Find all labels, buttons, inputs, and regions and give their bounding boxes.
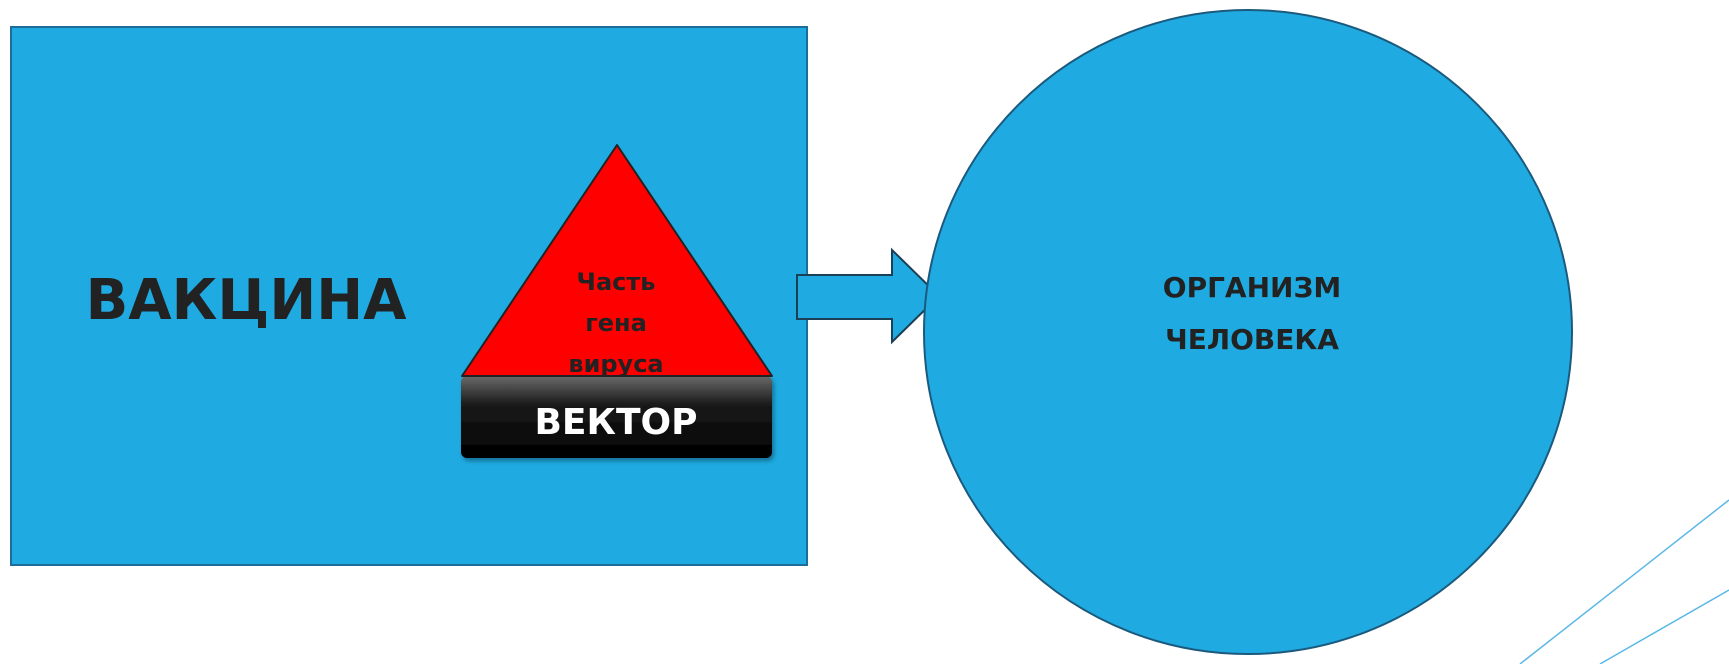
arrow-to-organism	[796, 247, 941, 345]
decorative-corner-line-1	[1519, 499, 1729, 664]
virus-gene-label-line-1: Часть	[577, 268, 656, 296]
organism-label-line-2: ЧЕЛОВЕКА	[1165, 323, 1339, 356]
human-organism-ellipse	[923, 9, 1573, 655]
vaccine-label: ВАКЦИНА	[86, 268, 407, 333]
decorative-corner-line-2	[1599, 589, 1729, 664]
virus-gene-triangle	[461, 144, 773, 377]
vector-label: ВЕКТОР	[534, 402, 697, 443]
vector-bar	[461, 376, 772, 458]
virus-gene-label-line-2: гена	[585, 309, 647, 337]
organism-label-line-1: ОРГАНИЗМ	[1163, 271, 1341, 304]
virus-gene-label-line-3: вируса	[568, 350, 663, 378]
